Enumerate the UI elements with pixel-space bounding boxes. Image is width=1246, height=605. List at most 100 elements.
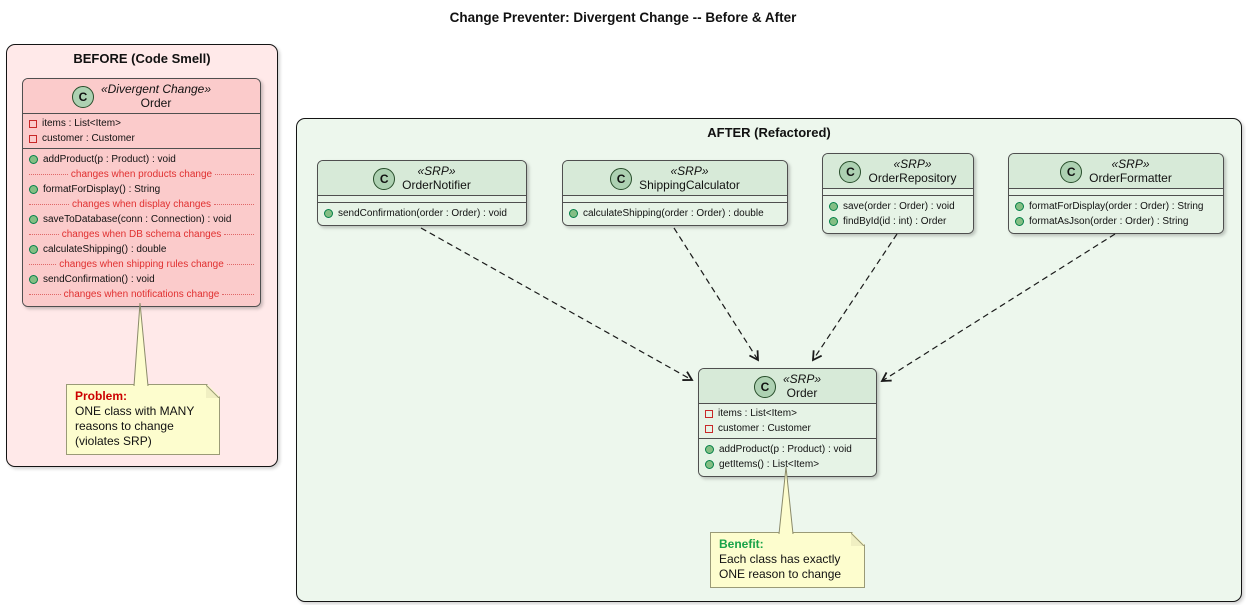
divider-text: changes when display changes <box>72 199 211 210</box>
class-title: «SRP»ShippingCalculator <box>639 164 740 193</box>
divider-line <box>226 264 254 265</box>
change-reason-divider: changes when products change <box>29 167 254 182</box>
method-row: formatForDisplay() : String <box>29 182 254 197</box>
method-icon <box>29 275 38 284</box>
attribute-text: items : List<Item> <box>42 118 121 129</box>
note-line: (violates SRP) <box>75 434 152 448</box>
class-header: C«Divergent Change»Order <box>23 79 260 113</box>
attribute-row: items : List<Item> <box>705 406 870 421</box>
method-icon <box>29 215 38 224</box>
method-row: sendConfirmation(order : Order) : void <box>324 206 520 221</box>
class-title: «SRP»Order <box>783 373 821 401</box>
change-reason-divider: changes when display changes <box>29 197 255 212</box>
attributes-section <box>1009 188 1223 196</box>
class-stereotype: «SRP» <box>417 164 456 178</box>
attributes-section <box>823 188 973 196</box>
class-stereotype: «Divergent Change» <box>100 82 212 96</box>
divider-line <box>29 294 61 295</box>
divider-line <box>224 234 255 235</box>
method-row: save(order : Order) : void <box>829 199 967 214</box>
attributes-section: items : List<Item>customer : Customer <box>23 113 260 149</box>
folded-corner-icon <box>206 385 219 398</box>
class-title: «SRP»OrderNotifier <box>402 164 471 193</box>
after-frame-title: AFTER (Refactored) <box>707 125 831 140</box>
divider-text: changes when shipping rules change <box>59 259 224 270</box>
class-name: OrderFormatter <box>1089 171 1172 185</box>
methods-section: save(order : Order) : void findById(id : … <box>823 196 973 233</box>
method-row: calculateShipping(order : Order) : doubl… <box>569 206 781 221</box>
attribute-row: customer : Customer <box>705 421 870 436</box>
method-text: sendConfirmation(order : Order) : void <box>338 208 507 219</box>
class-title: «SRP»OrderFormatter <box>1089 157 1172 186</box>
method-text: findById(id : int) : Order <box>843 216 947 227</box>
method-text: formatAsJson(order : Order) : String <box>1029 216 1189 227</box>
attributes-section <box>563 195 787 203</box>
divider-line <box>29 234 59 235</box>
divider-line <box>222 294 255 295</box>
class-icon: C <box>753 375 776 398</box>
class-icon: C <box>839 160 862 183</box>
class-header: C «SRP»OrderRepository <box>823 154 973 188</box>
before-frame-title: BEFORE (Code Smell) <box>73 51 211 66</box>
field-icon <box>705 409 713 418</box>
method-row: addProduct(p : Product) : void <box>705 442 870 457</box>
method-icon <box>324 209 333 218</box>
divider-text: changes when DB schema changes <box>61 229 222 240</box>
method-icon <box>29 245 38 254</box>
class-stereotype: «SRP» <box>1111 157 1150 171</box>
class-name: Order <box>786 386 818 400</box>
class-title: «SRP»OrderRepository <box>868 157 957 186</box>
problem-note-heading: Problem: <box>75 389 128 403</box>
method-icon <box>29 185 38 194</box>
class-header: C «SRP»ShippingCalculator <box>563 161 787 195</box>
method-text: formatForDisplay(order : Order) : String <box>1029 201 1204 212</box>
change-reason-divider: changes when shipping rules change <box>29 257 254 272</box>
method-row: formatAsJson(order : Order) : String <box>1015 214 1217 229</box>
benefit-note-heading: Benefit: <box>719 537 764 551</box>
method-row: sendConfirmation() : void <box>29 272 254 287</box>
class-icon: C <box>610 167 633 190</box>
class-stereotype: «SRP» <box>893 157 932 171</box>
method-row: calculateShipping() : double <box>29 242 254 257</box>
note-line: Each class has exactly <box>719 552 841 566</box>
attribute-text: customer : Customer <box>718 423 811 434</box>
method-icon <box>29 155 38 164</box>
divider-line <box>29 204 70 205</box>
class-shipping-calculator: C «SRP»ShippingCalculator calculateShippin… <box>562 160 788 226</box>
class-header: C «SRP»OrderFormatter <box>1009 154 1223 188</box>
method-row: saveToDatabase(conn : Connection) : void <box>29 212 254 227</box>
method-text: addProduct(p : Product) : void <box>719 444 852 455</box>
method-row: findById(id : int) : Order <box>829 214 967 229</box>
class-stereotype: «SRP» <box>670 164 709 178</box>
method-icon <box>1015 202 1024 211</box>
field-icon <box>705 424 713 433</box>
method-text: sendConfirmation() : void <box>43 274 155 285</box>
class-name: OrderNotifier <box>402 178 471 192</box>
method-icon <box>569 209 578 218</box>
divider-line <box>214 204 255 205</box>
class-name: OrderRepository <box>868 171 957 185</box>
note-line: reasons to change <box>75 419 174 433</box>
method-row: getItems() : List<Item> <box>705 457 870 472</box>
method-icon <box>1015 217 1024 226</box>
methods-section: addProduct(p : Product) : void getItems()… <box>699 439 876 476</box>
class-icon: C <box>71 85 94 108</box>
method-icon <box>829 202 838 211</box>
method-text: getItems() : List<Item> <box>719 459 820 470</box>
class-icon: C <box>1060 160 1083 183</box>
methods-section: addProduct(p : Product) : void changes wh… <box>23 149 260 306</box>
divider-text: changes when products change <box>70 169 213 180</box>
class-icon: C <box>373 167 396 190</box>
class-header: C «SRP»Order <box>699 369 876 403</box>
change-reason-divider: changes when DB schema changes <box>29 227 255 242</box>
attribute-text: items : List<Item> <box>718 408 797 419</box>
method-icon <box>705 460 714 469</box>
class-order-repository: C «SRP»OrderRepository save(order : Order)… <box>822 153 974 234</box>
method-text: addProduct(p : Product) : void <box>43 154 176 165</box>
method-text: calculateShipping() : double <box>43 244 167 255</box>
method-row: formatForDisplay(order : Order) : String <box>1015 199 1217 214</box>
attributes-section: items : List<Item> customer : Customer <box>699 403 876 439</box>
